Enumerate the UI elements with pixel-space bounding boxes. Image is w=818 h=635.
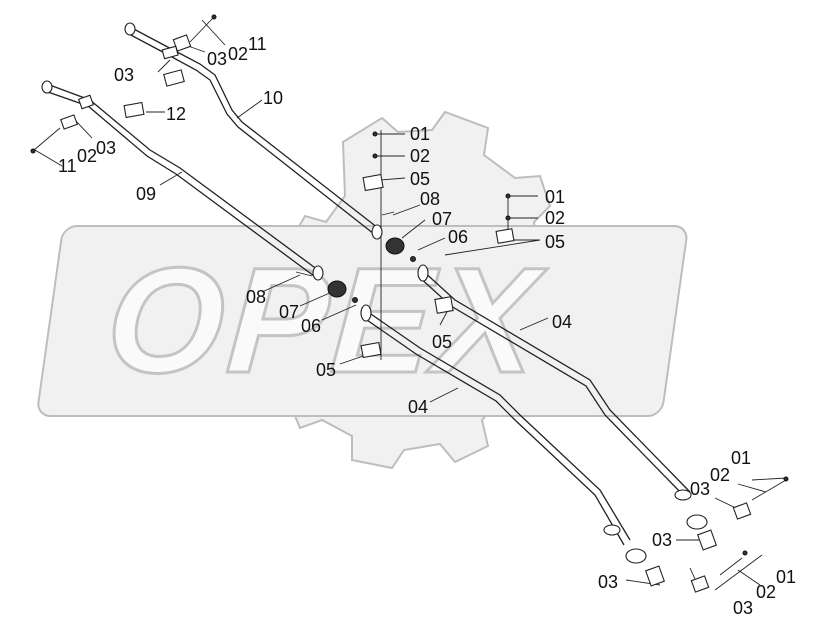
callout-05-mid: 05 [432, 332, 452, 352]
callout-08-left: 08 [246, 287, 266, 307]
callout-02-right: 02 [545, 208, 565, 228]
callout-labels: 11 02 03 03 12 10 03 02 11 09 01 02 05 0… [58, 34, 796, 618]
callout-03-top: 03 [207, 49, 227, 69]
watermark-logo: OPEX [37, 110, 688, 470]
callout-07-centre: 07 [432, 209, 452, 229]
callout-12: 12 [166, 104, 186, 124]
callout-09: 09 [136, 184, 156, 204]
callout-02-centre: 02 [410, 146, 430, 166]
callout-03-bl: 03 [598, 572, 618, 592]
callout-03-bottom: 03 [733, 598, 753, 618]
callout-11-top: 11 [248, 34, 267, 54]
callout-01-centre: 01 [410, 124, 430, 144]
callout-10: 10 [263, 88, 283, 108]
callout-02-bottom: 02 [756, 582, 776, 602]
callout-03-left: 03 [114, 65, 134, 85]
callout-02-top: 02 [228, 44, 248, 64]
callout-05-lower: 05 [316, 360, 336, 380]
callout-08-centre: 08 [420, 189, 440, 209]
callout-05-right: 05 [545, 232, 565, 252]
callout-06-left: 06 [301, 316, 321, 336]
callout-01-bottom: 01 [776, 567, 796, 587]
callout-01-right: 01 [545, 187, 565, 207]
pipe-10 [124, 22, 379, 235]
watermark-text: OPEX [102, 236, 550, 404]
callout-03-br2: 03 [652, 530, 672, 550]
callout-04-lower: 04 [408, 397, 428, 417]
callout-03-br1: 03 [690, 479, 710, 499]
callout-11-left: 11 [58, 156, 77, 176]
pipe-04-upper [417, 269, 691, 498]
callout-02-br: 02 [710, 465, 730, 485]
parts [30, 14, 789, 593]
pipe-04-lower [363, 311, 631, 546]
callout-05-centre: 05 [410, 169, 430, 189]
callout-04-upper: 04 [552, 312, 572, 332]
callout-03-mid: 03 [96, 138, 116, 158]
callout-06-centre: 06 [448, 227, 468, 247]
pipe-09 [41, 80, 319, 277]
callout-02-mid: 02 [77, 146, 97, 166]
callout-07-left: 07 [279, 302, 299, 322]
callout-01-br: 01 [731, 448, 751, 468]
